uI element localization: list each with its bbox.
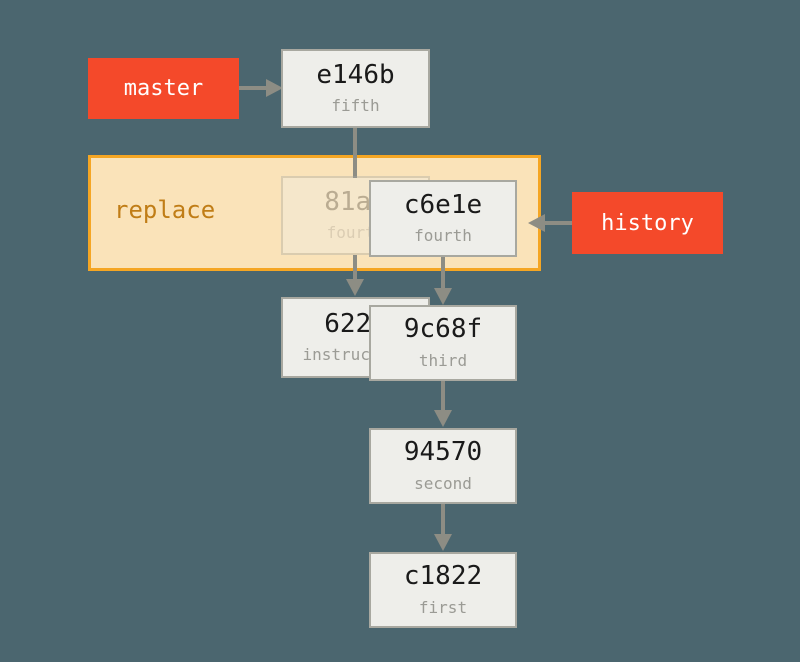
commit-sha: c1822 xyxy=(403,561,483,592)
commit-message: fourth xyxy=(414,226,472,246)
commit-sha: 94570 xyxy=(403,437,483,468)
replace-region-label: replace xyxy=(114,196,216,224)
connector-history-to-replace xyxy=(541,221,574,225)
arrowhead-81a7-to-622e xyxy=(346,279,364,296)
arrowhead-history-to-replace xyxy=(528,214,545,232)
connector-master-to-e146b xyxy=(239,86,273,90)
arrowhead-master-to-e146b xyxy=(266,79,283,97)
arrowhead-94570-to-c1822 xyxy=(434,534,452,551)
ref-chip-master[interactable]: master xyxy=(88,58,239,119)
commit-node-e146b[interactable]: e146b fifth xyxy=(281,49,430,128)
commit-message: first xyxy=(418,597,468,617)
commit-node-c6e1e[interactable]: c6e1e fourth xyxy=(369,180,517,257)
connector-e146b-to-81a7 xyxy=(353,128,357,178)
connector-c6e1e-to-9c68f xyxy=(441,257,445,289)
commit-message: second xyxy=(414,473,472,493)
connector-81a7-to-622e xyxy=(353,255,357,283)
commit-message: third xyxy=(418,350,468,370)
commit-node-94570[interactable]: 94570 second xyxy=(369,428,517,504)
commit-message: fifth xyxy=(331,96,380,116)
ref-chip-history[interactable]: history xyxy=(572,192,723,254)
commit-node-c1822[interactable]: c1822 first xyxy=(369,552,517,628)
commit-sha: e146b xyxy=(316,59,395,90)
commit-sha: 9c68f xyxy=(403,314,483,345)
arrowhead-9c68f-to-94570 xyxy=(434,410,452,427)
connector-9c68f-to-94570 xyxy=(441,381,445,412)
connector-94570-to-c1822 xyxy=(441,504,445,536)
commit-node-9c68f[interactable]: 9c68f third xyxy=(369,305,517,381)
arrowhead-c6e1e-to-9c68f xyxy=(434,288,452,305)
commit-sha: c6e1e xyxy=(403,189,483,220)
